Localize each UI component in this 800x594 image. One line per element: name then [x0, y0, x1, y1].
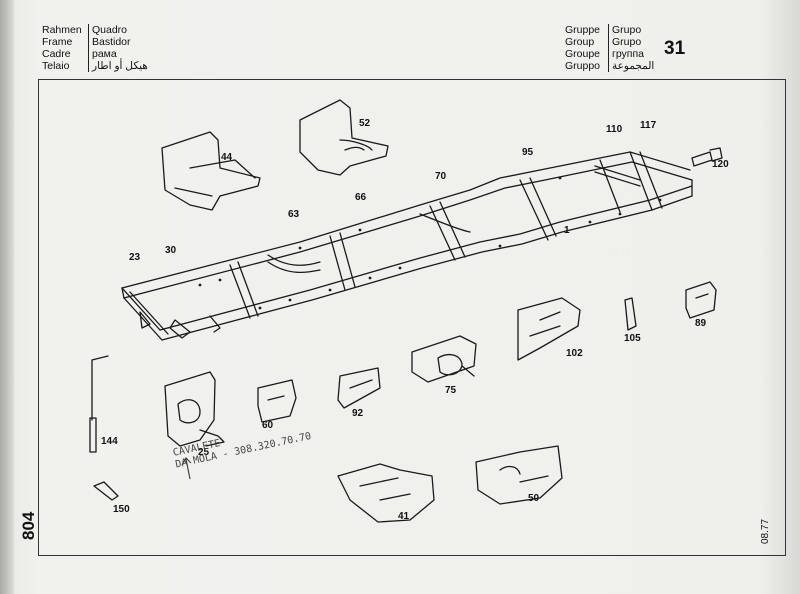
label-pt: Quadro	[92, 24, 128, 36]
part-label-44: 44	[221, 152, 233, 163]
part-label-117: 117	[640, 120, 657, 131]
label-de: Rahmen	[42, 24, 82, 36]
group-number: 31	[664, 38, 686, 59]
part-label-120: 120	[712, 159, 729, 170]
part-label-41: 41	[398, 511, 410, 522]
part-label-89: 89	[695, 318, 707, 329]
group-translations: Grupo Grupo группа المجموعة	[612, 24, 654, 72]
group-label-it: Gruppo	[565, 60, 601, 72]
section-name-translations: Quadro Bastidor рама هيكل أو اطار	[92, 24, 148, 72]
part-label-144: 144	[101, 436, 118, 447]
group-label-ru: группа	[612, 48, 645, 60]
part-label-1: 1	[564, 225, 570, 236]
part-label-23: 23	[129, 252, 141, 263]
part-label-105: 105	[624, 333, 641, 344]
part-label-92: 92	[352, 408, 364, 419]
part-144-drawing	[89, 355, 109, 453]
label-en: Frame	[42, 36, 73, 48]
part-52-drawing	[299, 99, 389, 176]
part-label-52: 52	[359, 118, 371, 129]
label-fr: Cadre	[42, 48, 71, 60]
part-label-75: 75	[445, 385, 457, 396]
part-102-drawing	[517, 297, 581, 361]
part-label-63: 63	[288, 209, 300, 220]
part-label-50: 50	[528, 493, 540, 504]
header-divider-left	[88, 24, 89, 72]
group-label-es: Grupo	[612, 36, 642, 48]
group-label-pt: Grupo	[612, 24, 642, 36]
part-label-70: 70	[435, 171, 447, 182]
part-75-drawing	[411, 335, 477, 383]
part-41-drawing	[337, 463, 435, 523]
handwritten-arrow-icon	[181, 457, 192, 480]
part-92-drawing	[337, 367, 381, 409]
chassis-frame-drawing	[121, 151, 693, 341]
part-label-150: 150	[113, 504, 130, 515]
part-label-60: 60	[262, 420, 274, 431]
label-ru: рама	[92, 48, 117, 60]
part-label-110: 110	[606, 124, 623, 135]
part-label-66: 66	[355, 192, 367, 203]
part-60-drawing	[257, 379, 297, 423]
group-label-ar: المجموعة	[612, 60, 655, 72]
label-it: Telaio	[42, 60, 70, 72]
part-120-drawing	[691, 147, 723, 167]
part-label-25: 25	[198, 447, 210, 458]
group-labels: Gruppe Group Groupe Gruppo	[565, 24, 600, 72]
part-50-drawing	[475, 445, 563, 505]
part-label-30: 30	[165, 245, 177, 256]
part-label-95: 95	[522, 147, 534, 158]
part-44-drawing	[161, 131, 261, 211]
section-name-labels: Rahmen Frame Cadre Telaio	[42, 24, 82, 72]
part-105-drawing	[624, 297, 637, 331]
label-ar: هيكل أو اطار	[92, 60, 148, 72]
part-25-drawing	[164, 371, 225, 447]
illustration-frame	[38, 79, 786, 556]
group-label-en: Group	[565, 36, 595, 48]
group-label-fr: Groupe	[565, 48, 601, 60]
header-divider-right	[608, 24, 609, 72]
group-label-de: Gruppe	[565, 24, 601, 36]
part-label-102: 102	[566, 348, 583, 359]
binding-shadow	[0, 0, 14, 594]
part-150-drawing	[93, 481, 119, 501]
part-89-drawing	[685, 281, 717, 319]
label-es: Bastidor	[92, 36, 131, 48]
